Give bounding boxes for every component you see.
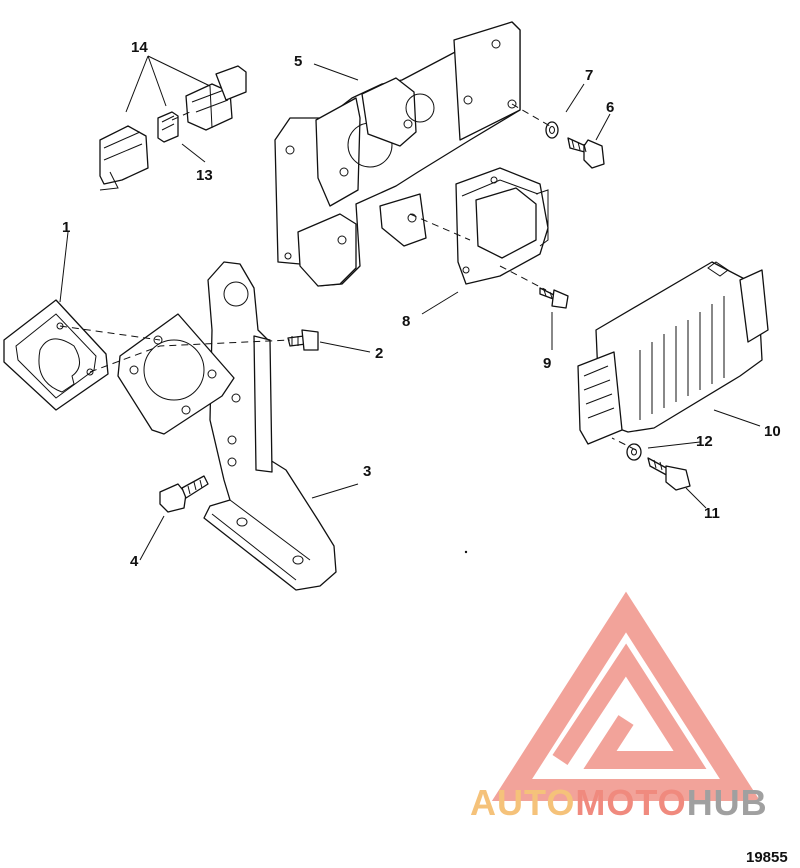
callout-5: 5	[294, 53, 302, 70]
callout-7: 7	[585, 67, 593, 84]
control-module	[577, 261, 769, 445]
callout-2: 2	[375, 345, 383, 362]
callout-8: 8	[402, 313, 410, 330]
callout-9: 9	[543, 355, 551, 372]
callout-10: 10	[764, 423, 781, 440]
callout-1: 1	[62, 219, 70, 236]
callout-13: 13	[196, 167, 213, 184]
bolt-4	[159, 475, 209, 513]
stray-dot	[464, 550, 468, 554]
leader-lines	[59, 55, 761, 561]
mount-bracket	[117, 261, 337, 591]
screw-2	[287, 329, 319, 351]
callout-6: 6	[606, 99, 614, 116]
callout-12: 12	[696, 433, 713, 450]
assembly-lines	[59, 103, 637, 451]
figure-number: 19855	[746, 849, 788, 866]
logo-word-hub: HUB	[687, 782, 768, 823]
automotohub-logo: AUTOMOTOHUB	[470, 591, 768, 823]
logo-triangle	[491, 591, 761, 801]
washer-and-bolt-11	[626, 443, 691, 491]
callout-11: 11	[704, 505, 720, 522]
callout-labels: 1 2 3 4 5 6 7 8 9 10 11 12 13 14	[62, 39, 781, 570]
logo-word-auto: AUTO	[470, 782, 575, 823]
logo-inner-stroke	[552, 643, 707, 769]
ignition-module	[455, 167, 549, 285]
svg-text:AUTOMOTOHUB: AUTOMOTOHUB	[470, 782, 768, 823]
bolt-and-washer	[545, 121, 605, 169]
callout-14: 14	[131, 39, 148, 56]
screw-9	[539, 287, 569, 309]
connector-assembly	[99, 65, 247, 191]
logo-word-moto: MOTO	[575, 782, 686, 823]
gasket-plate	[3, 299, 109, 411]
callout-3: 3	[363, 463, 371, 480]
callout-4: 4	[130, 553, 139, 570]
mounting-plate	[274, 21, 521, 287]
